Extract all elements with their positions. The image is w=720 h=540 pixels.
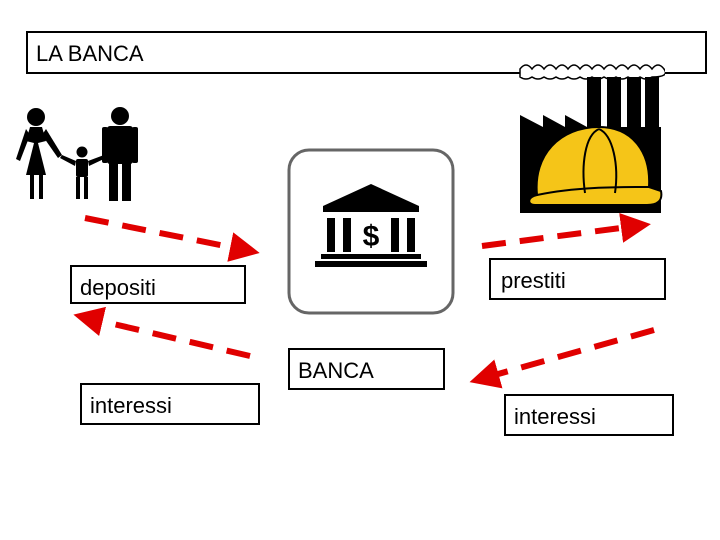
- title-box: LA BANCA: [26, 31, 707, 74]
- interessi-right-label: interessi: [514, 404, 596, 429]
- family-icon: [16, 107, 138, 201]
- depositi-label-box: depositi: [70, 265, 246, 304]
- arrow-bank-to-factory: [481, 213, 651, 249]
- arrow-depositi-to-bank: [84, 215, 260, 262]
- prestiti-label: prestiti: [501, 268, 566, 293]
- banca-label-box: BANCA: [288, 348, 445, 390]
- depositi-label: depositi: [80, 275, 156, 300]
- factory-illustration: [515, 55, 665, 215]
- factory-with-hard-hat-icon: [519, 64, 665, 213]
- prestiti-label-box: prestiti: [489, 258, 666, 300]
- svg-text:$: $: [363, 220, 380, 253]
- banca-label: BANCA: [298, 358, 374, 383]
- page-title: LA BANCA: [36, 41, 144, 66]
- arrow-interest-to-bank: [469, 327, 655, 389]
- interessi-left-label-box: interessi: [80, 383, 260, 425]
- arrow-interest-to-family: [73, 306, 251, 359]
- bank-icon: $: [287, 148, 455, 315]
- interessi-right-label-box: interessi: [504, 394, 674, 436]
- interessi-left-label: interessi: [90, 393, 172, 418]
